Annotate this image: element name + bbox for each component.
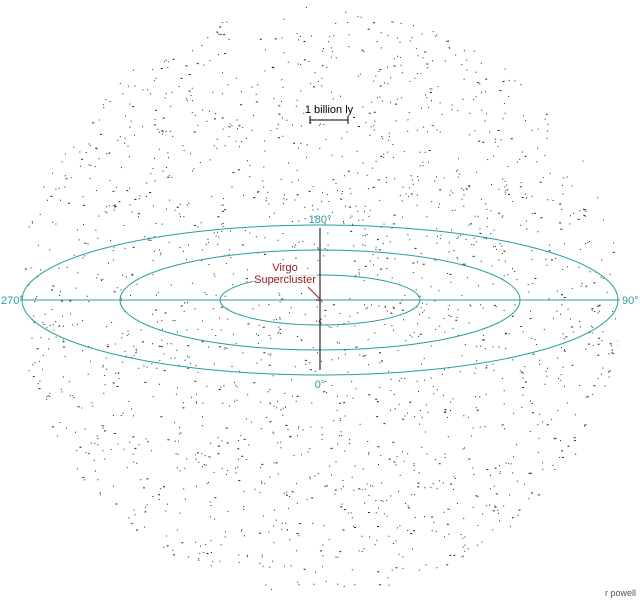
longitude-label-270: 270° bbox=[1, 295, 24, 307]
virgo-pointer-line bbox=[307, 286, 323, 302]
label-backdrop bbox=[271, 262, 299, 274]
label-backdrop bbox=[253, 274, 318, 286]
galaxy-dots bbox=[20, 6, 620, 594]
author-credit: r powell bbox=[605, 588, 636, 598]
scale-bar: 1 billion ly bbox=[305, 100, 354, 124]
virgo-label-line2: Supercluster bbox=[254, 274, 316, 286]
scale-bar-label: 1 billion ly bbox=[305, 104, 354, 116]
longitude-label-0: 0° bbox=[315, 379, 326, 391]
longitude-label-90: 90° bbox=[622, 295, 639, 307]
scale-bar-label-box bbox=[306, 100, 352, 117]
longitude-label-180: 180° bbox=[309, 214, 332, 226]
virgo-supercluster-marker: Virgo Supercluster bbox=[253, 262, 323, 302]
virgo-label-line1: Virgo bbox=[272, 262, 297, 274]
galaxy-field bbox=[20, 6, 620, 594]
